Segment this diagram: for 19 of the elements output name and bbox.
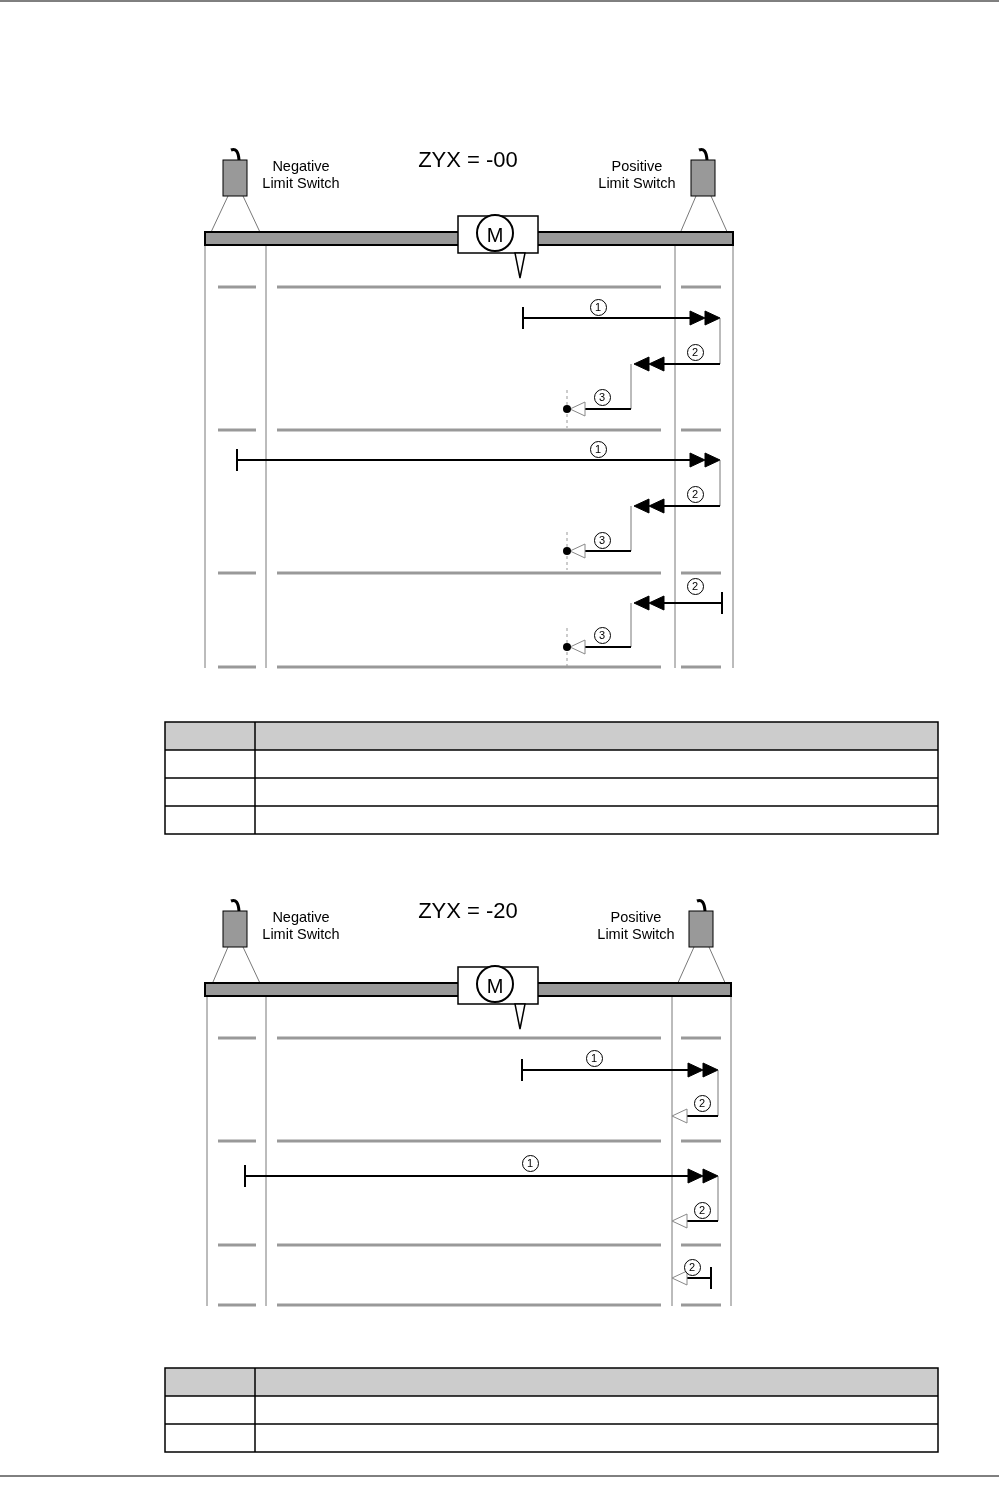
parameter-label: ZYX = -20	[417, 898, 519, 925]
callout-number: 2	[686, 577, 704, 595]
callout-number: 3	[593, 531, 611, 549]
switch-label: Negative Limit Switch	[261, 909, 341, 944]
callout-number: 2	[686, 485, 704, 503]
callout-number: 1	[585, 1049, 603, 1067]
parameter-label: ZYX = -00	[417, 147, 519, 174]
switch-label: Positive Limit Switch	[596, 909, 676, 944]
callout-number: 2	[693, 1094, 711, 1112]
callout-number: 3	[593, 626, 611, 644]
callout-number: 1	[589, 298, 607, 316]
callout-number: 2	[683, 1258, 701, 1276]
callout-number: 2	[686, 343, 704, 361]
callout-number: 1	[521, 1154, 539, 1172]
callout-number: 3	[593, 388, 611, 406]
callout-number: 2	[693, 1201, 711, 1219]
switch-label: Negative Limit Switch	[261, 158, 341, 193]
switch-label: Positive Limit Switch	[597, 158, 677, 193]
callout-number: 1	[589, 440, 607, 458]
